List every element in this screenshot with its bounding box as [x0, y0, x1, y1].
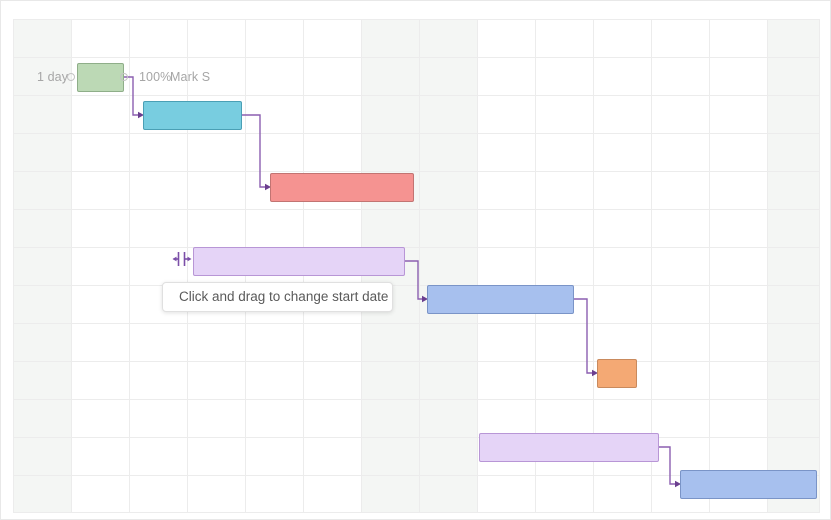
task-bar-lavender-1[interactable]	[193, 247, 405, 276]
grid-row-8	[14, 324, 819, 362]
task-duration-label: 1 day	[37, 70, 69, 84]
grid-row-6	[14, 248, 819, 286]
grid-row-5	[14, 210, 819, 248]
grid-row-4	[14, 172, 819, 210]
task-bar-red[interactable]	[270, 173, 414, 202]
grid-column-12	[710, 20, 768, 512]
grid-row-1	[14, 58, 819, 96]
task-progress-label: 100%	[139, 70, 172, 84]
grid-column-10	[594, 20, 652, 512]
task-start-resize-circle-handle[interactable]	[67, 73, 75, 81]
grid-column-weekend-7	[420, 20, 478, 512]
task-bar-blue-1[interactable]	[427, 285, 574, 314]
grid-row-3	[14, 134, 819, 172]
task-bar-orange[interactable]	[597, 359, 637, 388]
grid-column-1	[72, 20, 130, 512]
grid-row-7	[14, 286, 819, 324]
grid-row-10	[14, 400, 819, 438]
grid-row-9	[14, 362, 819, 400]
task-bar-lavender-2[interactable]	[479, 433, 659, 462]
task-end-resize-circle-handle[interactable]	[120, 73, 128, 81]
drag-start-date-tooltip: Click and drag to change start date	[162, 282, 393, 312]
grid-row-2	[14, 96, 819, 134]
gantt-timeline-grid[interactable]	[13, 19, 820, 513]
task-assignee-label: Mark S	[170, 70, 211, 84]
task-bar-blue-2[interactable]	[680, 470, 817, 499]
horizontal-resize-drag-icon[interactable]	[172, 250, 192, 273]
task-bar-cyan[interactable]	[143, 101, 242, 130]
grid-column-weekend-13	[768, 20, 819, 512]
grid-column-weekend-0	[14, 20, 72, 512]
grid-column-11	[652, 20, 710, 512]
task-bar-green[interactable]	[77, 63, 124, 92]
grid-row-11	[14, 438, 819, 476]
grid-row-0	[14, 20, 819, 58]
grid-column-9	[536, 20, 594, 512]
grid-column-2	[130, 20, 188, 512]
grid-column-8	[478, 20, 536, 512]
